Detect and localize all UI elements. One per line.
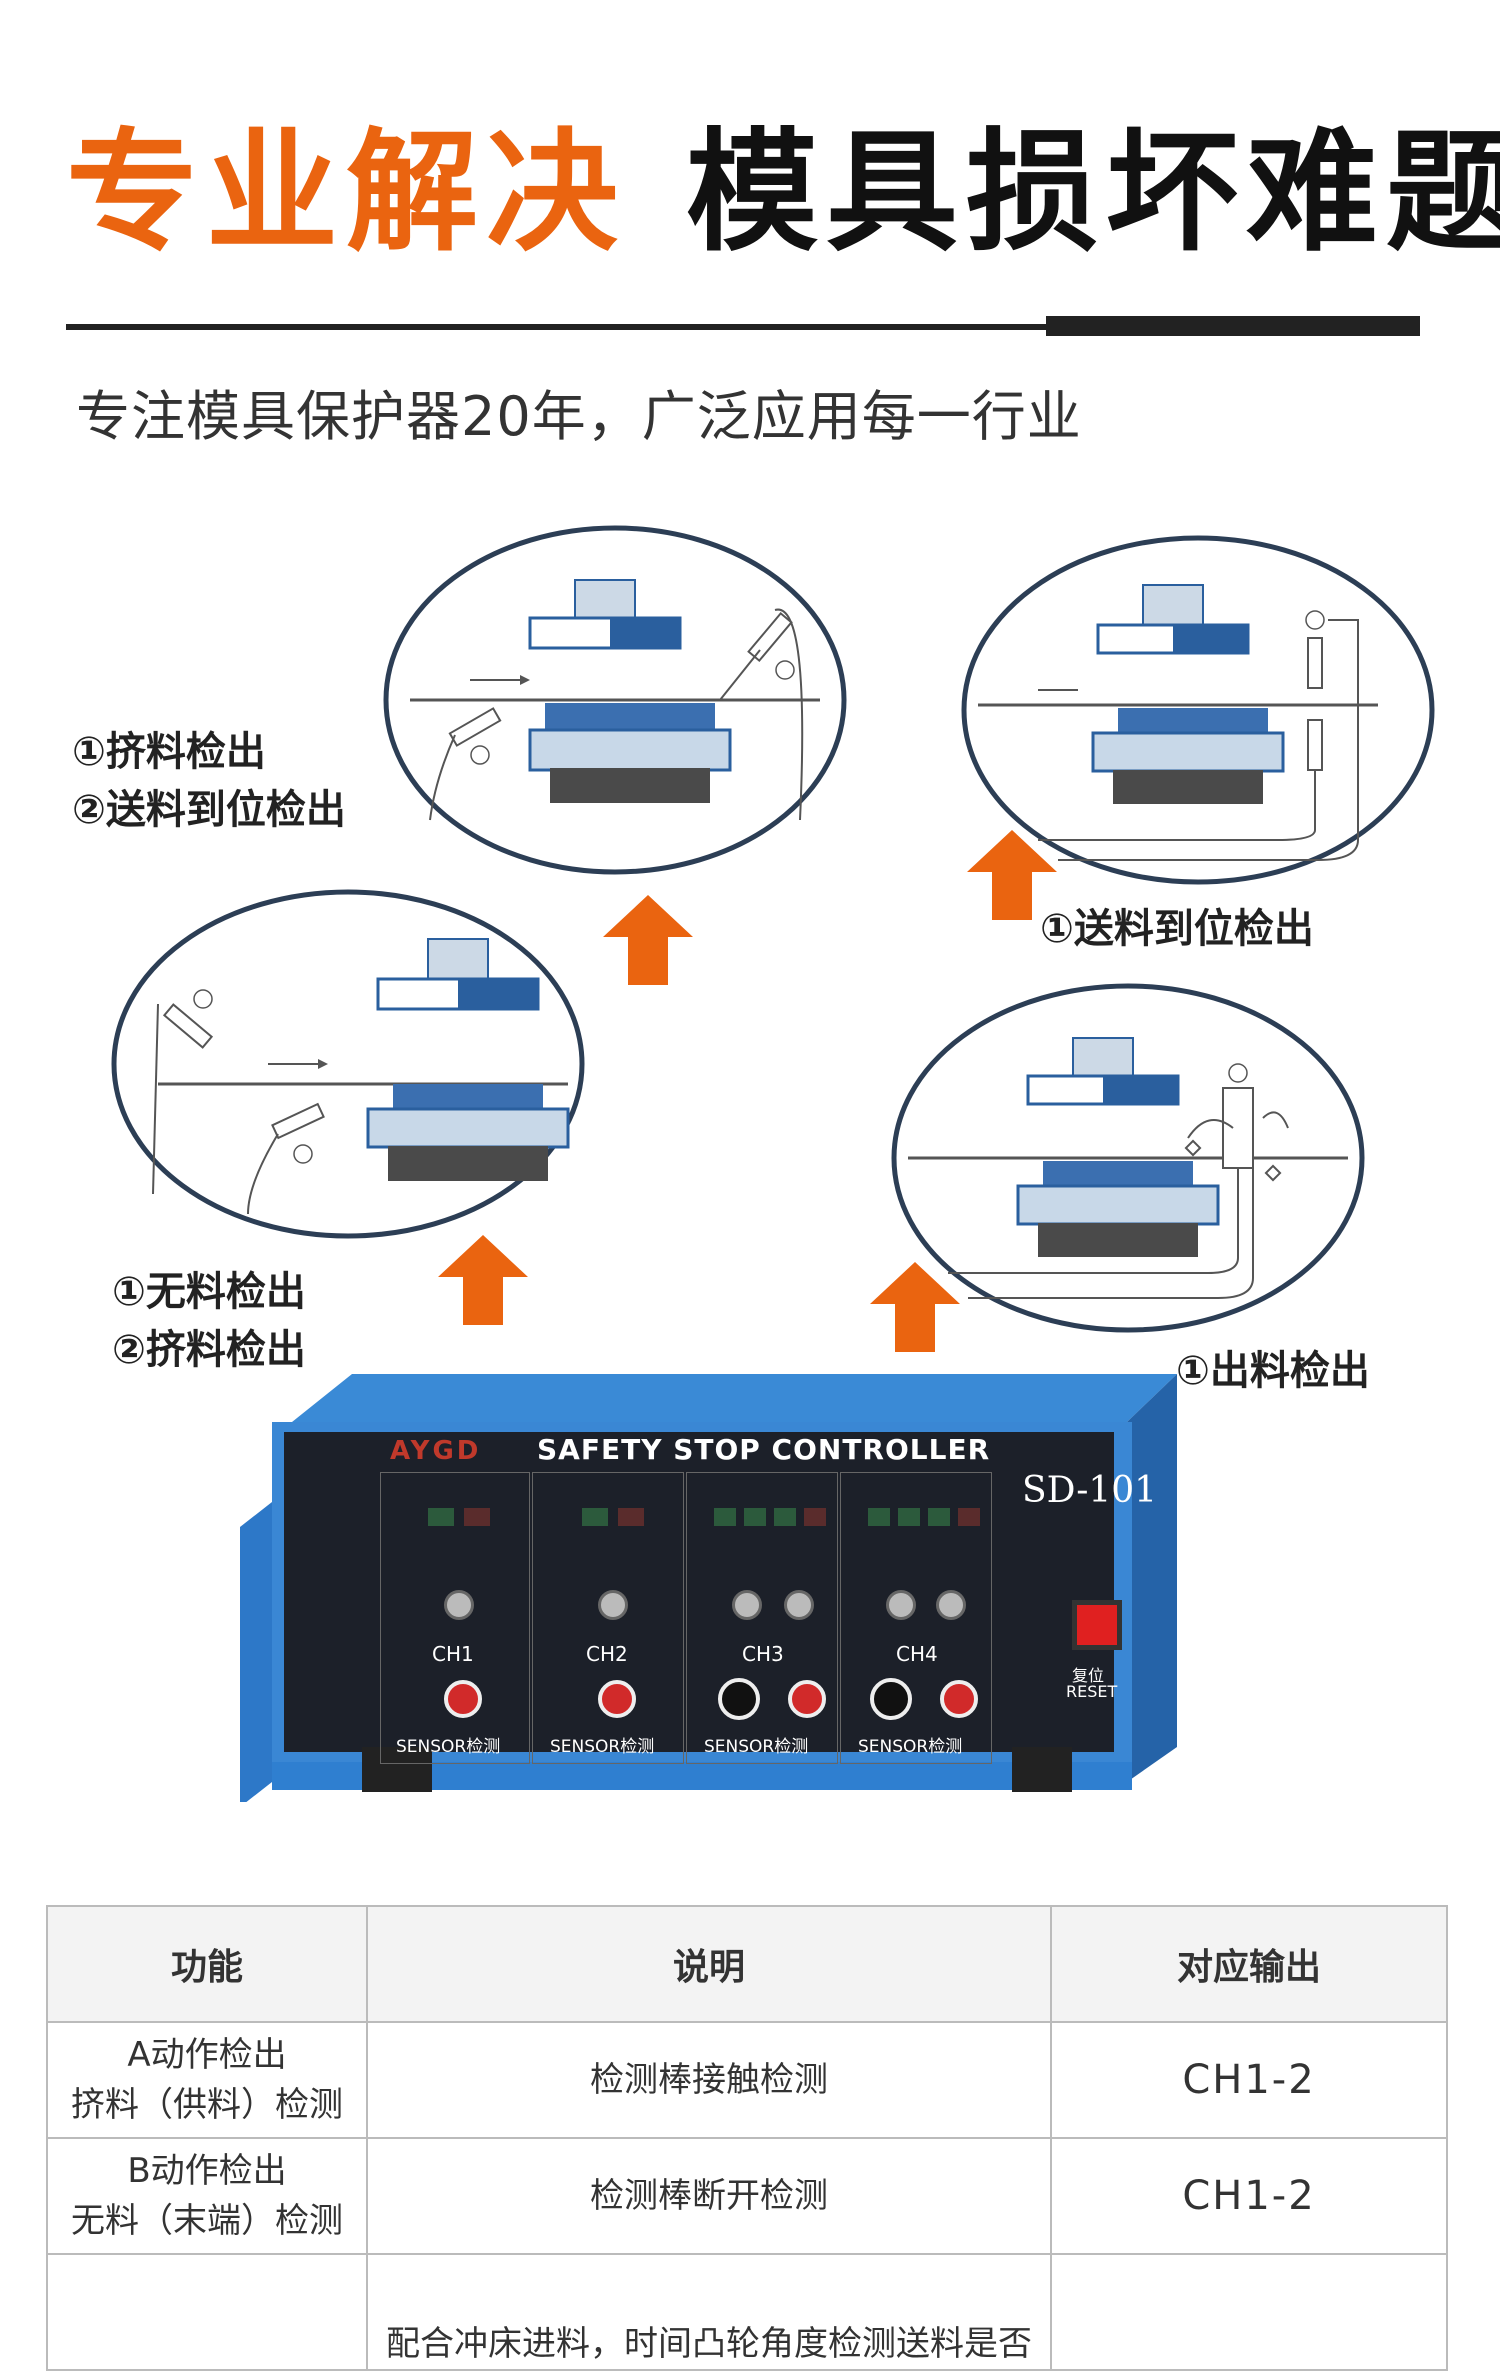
cell-output: CH1-2	[1050, 2137, 1448, 2255]
cell-description: 配合冲床进料，时间凸轮角度检测送料是否	[366, 2253, 1052, 2371]
diagram-top-left	[383, 525, 847, 875]
toggle-switch-ch3-memory[interactable]	[732, 1590, 762, 1620]
diagram-top-right	[961, 535, 1435, 885]
arrow-up-icon	[967, 830, 1057, 920]
cell-description: 检测棒接触检测	[366, 2021, 1052, 2139]
caption-line: ②挤料检出	[112, 1327, 306, 1373]
spec-table: 功能 说明 对应输出 A动作检出 挤料（供料）检测 检测棒接触检测 CH1-2 …	[46, 1905, 1448, 2371]
hero-title-black: 模具损坏难题	[686, 116, 1500, 270]
sensor-label: SENSOR检测	[858, 1737, 963, 1757]
channel-label: CH2	[586, 1642, 628, 1666]
reset-button[interactable]	[1072, 1600, 1122, 1650]
cell-line: A动作检出	[127, 2035, 287, 2075]
channel-label: CH1	[432, 1642, 474, 1666]
led-indicator	[868, 1508, 890, 1526]
reset-label-cn: 复位	[1072, 1666, 1105, 1685]
subtitle: 专注模具保护器20年，广泛应用每一行业	[76, 385, 1082, 448]
cell-function	[46, 2253, 368, 2371]
caption-top-right: ①送料到位检出	[1040, 900, 1314, 958]
led-indicator	[618, 1508, 644, 1526]
table-header-row: 功能 说明 对应输出	[46, 1905, 1448, 2023]
led-indicator	[582, 1508, 608, 1526]
device-body	[240, 1374, 1177, 1802]
arrow-up-icon	[603, 895, 693, 985]
caption-line: ②送料到位检出	[72, 787, 346, 833]
cell-line: 挤料（供料）检测	[71, 2085, 343, 2125]
channel-ch2	[532, 1472, 684, 1764]
led-indicator	[898, 1508, 920, 1526]
divider-line	[66, 324, 1046, 330]
sensor-jack-black[interactable]	[870, 1678, 912, 1720]
diagram-mid-left	[111, 889, 585, 1239]
sensor-jack-black[interactable]	[718, 1678, 760, 1720]
toggle-switch-ch4-memory[interactable]	[886, 1590, 916, 1620]
led-indicator	[714, 1508, 736, 1526]
column-header-output: 对应输出	[1050, 1905, 1448, 2023]
channel-ch1	[380, 1472, 530, 1764]
diagram-mid-right	[891, 983, 1365, 1333]
caption-mid-right: ①出料检出	[1176, 1342, 1370, 1400]
sensor-jack-red[interactable]	[940, 1680, 978, 1718]
toggle-switch-ch1[interactable]	[444, 1590, 474, 1620]
channel-ch3	[686, 1472, 838, 1764]
cell-function: A动作检出 挤料（供料）检测	[46, 2021, 368, 2139]
cell-function: B动作检出 无料（末端）检测	[46, 2137, 368, 2255]
caption-line: ①挤料检出	[72, 729, 266, 775]
led-indicator	[774, 1508, 796, 1526]
channel-ch4	[840, 1472, 992, 1764]
cell-output: CH1-2	[1050, 2021, 1448, 2139]
hero-title: 专业解决模具损坏难题	[66, 118, 1500, 268]
table-row: A动作检出 挤料（供料）检测 检测棒接触检测 CH1-2	[46, 2021, 1448, 2139]
caption-top-left: ①挤料检出 ②送料到位检出	[72, 723, 346, 839]
controller-device: AYGD SAFETY STOP CONTROLLER SD-101 CH1 C…	[232, 1362, 1192, 1802]
column-header-description: 说明	[366, 1905, 1052, 2023]
led-indicator	[464, 1508, 490, 1526]
caption-line: ①无料检出	[112, 1269, 306, 1315]
caption-line: ①出料检出	[1176, 1348, 1370, 1394]
reset-label-en: RESET	[1066, 1682, 1118, 1701]
model-label: SD-101	[1022, 1470, 1158, 1511]
led-indicator	[958, 1508, 980, 1526]
led-indicator	[428, 1508, 454, 1526]
channel-label: CH4	[896, 1642, 938, 1666]
led-indicator	[744, 1508, 766, 1526]
table-row: 配合冲床进料，时间凸轮角度检测送料是否	[46, 2253, 1448, 2371]
caption-line: ①送料到位检出	[1040, 906, 1314, 952]
arrow-up-icon	[870, 1262, 960, 1352]
brand-logo: AYGD	[390, 1436, 482, 1466]
sensor-jack-red[interactable]	[444, 1680, 482, 1718]
toggle-switch-ch2[interactable]	[598, 1590, 628, 1620]
column-header-function: 功能	[46, 1905, 368, 2023]
toggle-switch-ch4[interactable]	[936, 1590, 966, 1620]
led-indicator	[928, 1508, 950, 1526]
sensor-label: SENSOR检测	[396, 1737, 501, 1757]
sensor-jack-red[interactable]	[598, 1680, 636, 1718]
sensor-label: SENSOR检测	[704, 1737, 809, 1757]
cell-output	[1050, 2253, 1448, 2371]
sensor-jack-red[interactable]	[788, 1680, 826, 1718]
caption-mid-left: ①无料检出 ②挤料检出	[112, 1263, 306, 1379]
channel-label: CH3	[742, 1642, 784, 1666]
table-row: B动作检出 无料（末端）检测 检测棒断开检测 CH1-2	[46, 2137, 1448, 2255]
sensor-label: SENSOR检测	[550, 1737, 655, 1757]
cell-description: 检测棒断开检测	[366, 2137, 1052, 2255]
toggle-switch-ch3[interactable]	[784, 1590, 814, 1620]
cell-line: 无料（末端）检测	[71, 2201, 343, 2241]
divider-accent-bar	[1046, 316, 1420, 336]
arrow-up-icon	[438, 1235, 528, 1325]
led-indicator	[804, 1508, 826, 1526]
cell-line: B动作检出	[127, 2151, 287, 2191]
panel-title: SAFETY STOP CONTROLLER	[537, 1433, 991, 1466]
hero-title-orange: 专业解决	[66, 116, 626, 270]
